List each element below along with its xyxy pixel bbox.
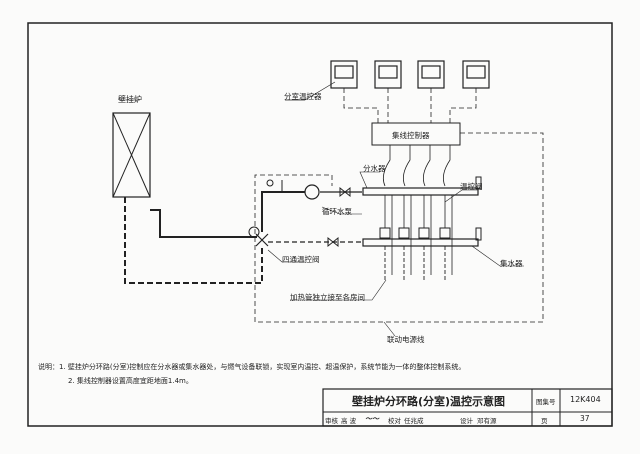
page-number: 37 [580,414,590,423]
title-block [322,388,613,427]
label-supply-manifold: 分水器 [363,164,386,173]
note-2: 2. 集线控制器设置高度宜距地面1.4m。 [68,377,193,385]
label-circulation-pump: 循环水泵 [322,207,352,216]
four-way-valve-icon [255,233,269,247]
note-1: 说明：1. 壁挂炉分环路(分室)控制应在分水器或集水器处，与燃气设备联锁，实现室… [38,363,466,371]
review-label: 审核 [325,417,338,425]
return-pipe [124,197,263,284]
pump-icon [304,184,320,200]
label-heating-pipes: 加热管独立接至各房间 [290,293,365,302]
drawing-title: 壁挂炉分环路(分室)温控示意图 [352,395,506,408]
design-label: 设计 [460,417,473,425]
page-label: 页 [541,417,548,425]
reviewer: 高 波 [341,417,357,425]
sheet-border [27,22,613,427]
atlas-number: 12K404 [570,395,601,404]
label-thermostatic-valve: 温控阀 [460,182,483,191]
label-power-line: 联动电源线 [387,335,425,344]
wiring-controller-box [371,122,461,146]
supply-manifold-pipe [362,187,479,196]
atlas-label: 图集号 [536,398,556,406]
return-manifold-pipe [362,238,479,247]
label-boiler: 壁挂炉 [118,95,142,104]
checker: 任兆成 [404,417,424,425]
designer: 邓有源 [477,417,497,425]
label-return-manifold: 集水器 [500,259,523,268]
label-room-thermostat: 分室温控器 [284,92,322,101]
supply-pipe [150,209,257,238]
label-wiring-controller: 集线控制器 [392,131,430,140]
reviewer-signature: 〜〜 [365,415,379,423]
boiler-box [112,112,151,198]
label-four-way-valve: 四通温控阀 [282,255,320,264]
valve-icon [339,186,351,198]
room-thermostats [330,60,490,89]
check-label: 校对 [388,417,401,425]
control-wires [254,88,544,323]
